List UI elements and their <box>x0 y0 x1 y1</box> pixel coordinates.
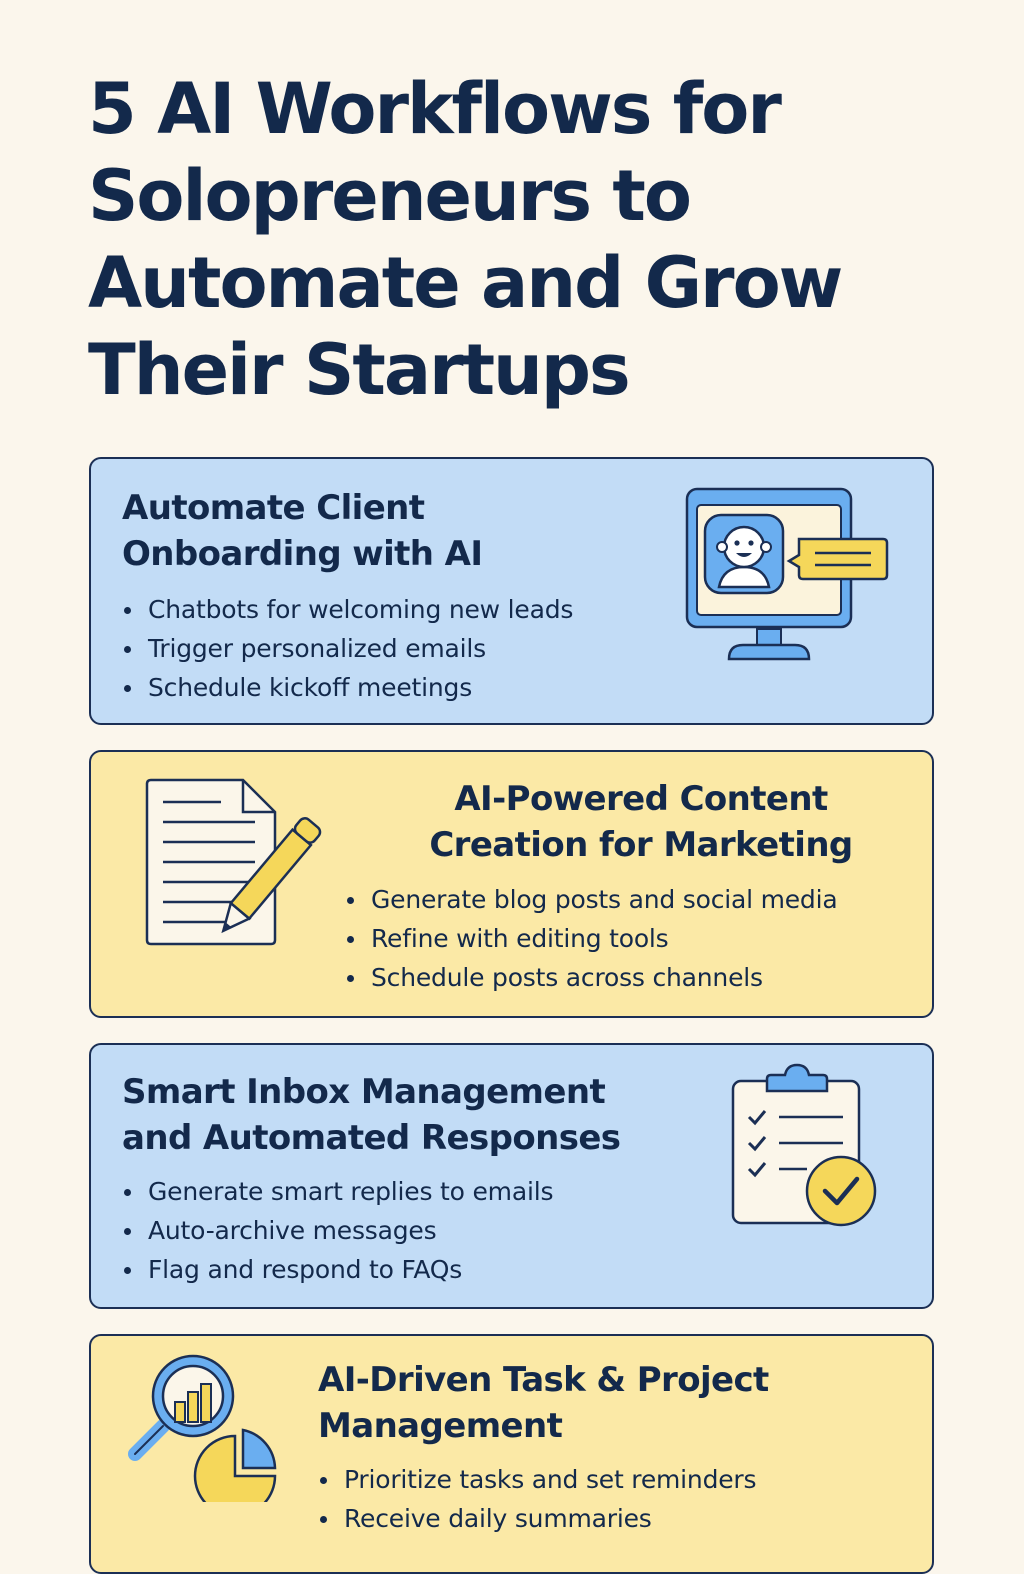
card-title: AI-Driven Task & Project Management <box>318 1360 769 1446</box>
workflow-card-client-onboarding: Automate Client Onboarding with AI Chatb… <box>89 457 934 725</box>
computer-chatbot-icon <box>685 487 889 661</box>
card-title: AI-Powered Content Creation for Marketin… <box>429 779 853 865</box>
clipboard-checklist-icon <box>731 1063 877 1227</box>
workflow-card-task-management: AI-Driven Task & Project Management Prio… <box>89 1334 934 1574</box>
bullet-list: Generate smart replies to emails Auto-ar… <box>122 1172 553 1289</box>
list-item: Generate blog posts and social media <box>345 880 838 919</box>
card-title: Automate Client Onboarding with AI <box>122 488 483 574</box>
list-item: Trigger personalized emails <box>122 629 573 668</box>
page-title: 5 AI Workflows for Solopreneurs to Autom… <box>88 68 843 411</box>
document-pencil-icon <box>145 778 322 946</box>
analytics-magnifier-icon <box>128 1354 277 1502</box>
bullet-list: Generate blog posts and social media Ref… <box>345 880 838 997</box>
list-item: Generate smart replies to emails <box>122 1172 553 1211</box>
list-item: Refine with editing tools <box>345 919 837 958</box>
list-item: Flag and respond to FAQs <box>122 1250 553 1289</box>
list-item: Chatbots for welcoming new leads <box>122 590 573 629</box>
list-item: Receive daily summaries <box>318 1499 756 1538</box>
list-item: Prioritize tasks and set reminders <box>318 1460 757 1499</box>
bullet-list: Prioritize tasks and set reminders Recei… <box>318 1460 757 1538</box>
list-item: Auto-archive messages <box>122 1211 553 1250</box>
bullet-list: Chatbots for welcoming new leads Trigger… <box>122 590 573 707</box>
list-item: Schedule kickoff meetings <box>122 668 573 707</box>
card-title: Smart Inbox Management and Automated Res… <box>122 1072 621 1158</box>
workflow-card-inbox-management: Smart Inbox Management and Automated Res… <box>89 1043 934 1309</box>
workflow-card-content-creation: AI-Powered Content Creation for Marketin… <box>89 750 934 1018</box>
list-item: Schedule posts across channels <box>345 958 837 997</box>
